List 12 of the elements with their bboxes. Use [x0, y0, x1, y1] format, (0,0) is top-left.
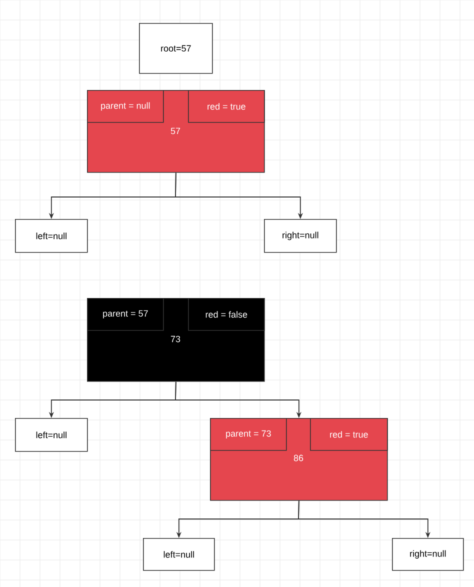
field-box: parent = null [87, 90, 164, 123]
null-box: right=null [264, 219, 337, 253]
null-box: left=null [143, 538, 215, 571]
field-box: red = false [188, 298, 265, 331]
field-box: parent = 57 [87, 298, 164, 331]
field-box: red = true [310, 418, 388, 451]
null-box: left=null [15, 418, 88, 452]
null-box: left=null [15, 219, 88, 253]
field-box: parent = 73 [210, 418, 287, 451]
field-box: red = true [188, 90, 265, 123]
null-box: right=null [392, 538, 464, 571]
root-box: root=57 [139, 23, 213, 74]
